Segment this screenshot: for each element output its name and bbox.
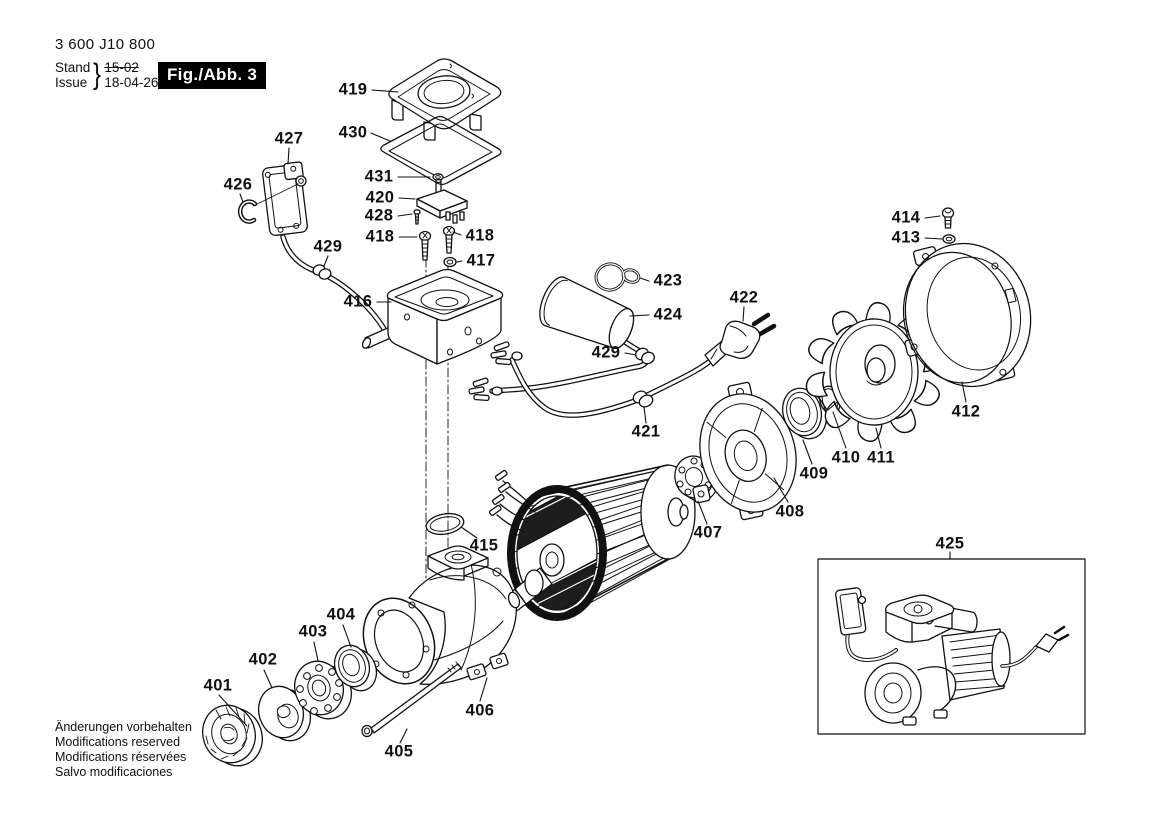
part-429-grommet-capacitor-cable <box>635 347 655 365</box>
part-427-switch <box>252 161 308 237</box>
type-number: 3 600 J10 800 <box>55 36 156 53</box>
modifications-notice: Änderungen vorbehalten Modifications res… <box>55 720 192 780</box>
part-406-pump-housing <box>362 545 521 685</box>
part-label-428: 428 <box>364 206 394 225</box>
rotor-windings <box>517 496 597 610</box>
part-label-406: 406 <box>465 701 495 720</box>
notice-line-de: Änderungen vorbehalten <box>55 720 192 734</box>
part-408-bearing-flange <box>692 381 807 521</box>
part-426-clip <box>237 199 258 224</box>
notice-line-es: Salvo modificaciones <box>55 765 173 779</box>
power-cable <box>509 355 717 418</box>
part-label-421: 421 <box>631 422 661 441</box>
part-431-o-ring <box>432 173 444 181</box>
part-419-cover-lid <box>388 58 502 141</box>
part-label-415: 415 <box>469 536 499 555</box>
capacitor-cable-terminals <box>468 377 503 402</box>
part-label-408: 408 <box>775 502 805 521</box>
part-424-capacitor <box>539 276 635 349</box>
part-label-416: 416 <box>343 292 373 311</box>
part-label-414: 414 <box>891 208 921 227</box>
notice-line-fr: Modifications réservées <box>55 750 187 764</box>
rotor-lamination-teeth <box>507 485 607 621</box>
part-label-427: 427 <box>274 129 304 148</box>
issue-date: 18-04-26 <box>104 75 159 90</box>
part-label-410: 410 <box>831 448 861 467</box>
part-label-429b: 429 <box>591 343 621 362</box>
stand-label: Stand <box>55 60 91 75</box>
part-415-o-ring <box>425 512 465 536</box>
part-label-411: 411 <box>867 448 895 467</box>
part-label-417: 417 <box>466 251 496 270</box>
leader-lines <box>218 89 967 744</box>
part-413-washer <box>942 234 956 244</box>
part-label-409: 409 <box>799 464 829 483</box>
part-label-418b: 418 <box>465 226 495 245</box>
part-label-413: 413 <box>891 228 921 247</box>
part-416-terminal-box <box>361 268 504 365</box>
part-label-419: 419 <box>338 80 368 99</box>
motor-lead-wires <box>488 469 536 533</box>
part-label-429a: 429 <box>313 237 343 256</box>
part-428-screw <box>413 209 421 225</box>
part-label-420: 420 <box>365 188 395 207</box>
part-414-screw <box>941 207 955 229</box>
part-label-412: 412 <box>951 402 981 421</box>
part-429-grommet-switch-cable <box>312 264 332 280</box>
part-label-407: 407 <box>693 523 723 542</box>
part-412-motor-cover <box>902 242 1032 388</box>
part-417-washer <box>443 256 457 268</box>
revision-block: Stand Issue } 15-02 18-04-26 <box>55 58 158 92</box>
part-label-402: 402 <box>248 650 278 669</box>
revision-brace: } <box>93 58 102 91</box>
part-label-424: 424 <box>653 305 683 324</box>
part-418-screw-right <box>442 225 456 254</box>
issue-label: Issue <box>55 75 88 90</box>
part-label-401: 401 <box>203 676 233 695</box>
part-420-bracket <box>416 178 468 224</box>
part-label-431: 431 <box>364 167 394 186</box>
part-label-403: 403 <box>298 622 328 641</box>
part-label-425: 425 <box>935 534 965 553</box>
part-405-bolt <box>361 661 462 738</box>
part-404-seal-ring <box>333 644 378 692</box>
power-cable-terminals <box>490 341 523 366</box>
stand-date: 15-02 <box>104 60 139 75</box>
notice-line-en: Modifications reserved <box>55 735 181 749</box>
part-label-405: 405 <box>384 742 414 761</box>
part-401-bearing <box>202 704 263 767</box>
part-418-screw-left <box>418 230 432 261</box>
part-label-422: 422 <box>729 288 759 307</box>
part-label-426: 426 <box>223 175 253 194</box>
part-425-assembled-unit <box>817 558 1086 735</box>
part-421-grommet <box>632 390 654 408</box>
part-423-wire-clamp <box>594 262 641 292</box>
switch-cable <box>280 234 389 335</box>
figure-number-badge: Fig./Abb. 3 <box>158 62 267 89</box>
part-label-418a: 418 <box>365 227 395 246</box>
part-label-404: 404 <box>326 605 356 624</box>
motor-armature <box>488 464 696 621</box>
part-422-mains-plug <box>704 312 777 367</box>
part-409-seal-ring <box>781 387 828 440</box>
inset-box-border <box>817 558 1086 735</box>
part-label-423: 423 <box>653 271 683 290</box>
part-label-430: 430 <box>338 123 368 142</box>
